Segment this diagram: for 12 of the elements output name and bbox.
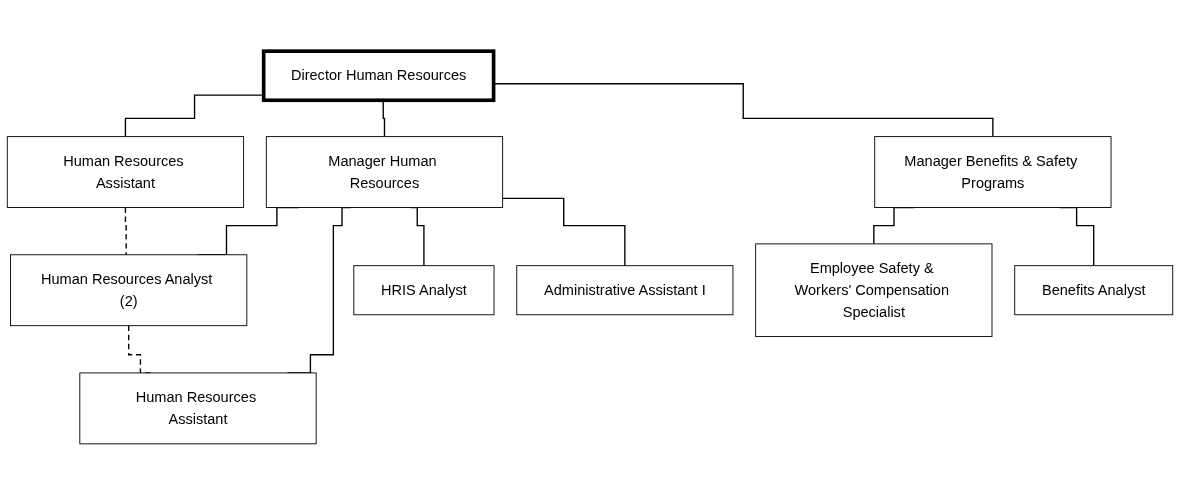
node-box: Human Resources Assistant xyxy=(6,136,245,208)
node-box: Director Human Resources xyxy=(261,49,496,103)
connector xyxy=(124,206,128,256)
node-box: Human Resources Assistant xyxy=(79,372,317,445)
connector xyxy=(501,197,626,267)
node-box: Employee Safety & Workers' Compensation Specialist xyxy=(755,243,993,338)
node-box: Human Resources Analyst (2) xyxy=(10,254,248,327)
node-box: HRIS Analyst xyxy=(353,265,495,316)
node-box: Manager Benefits & Safety Programs xyxy=(874,136,1112,208)
node-box: Administrative Assistant I xyxy=(516,265,734,316)
node-box: Manager Human Resources xyxy=(265,136,504,208)
node-box: Benefits Analyst xyxy=(1014,265,1174,316)
